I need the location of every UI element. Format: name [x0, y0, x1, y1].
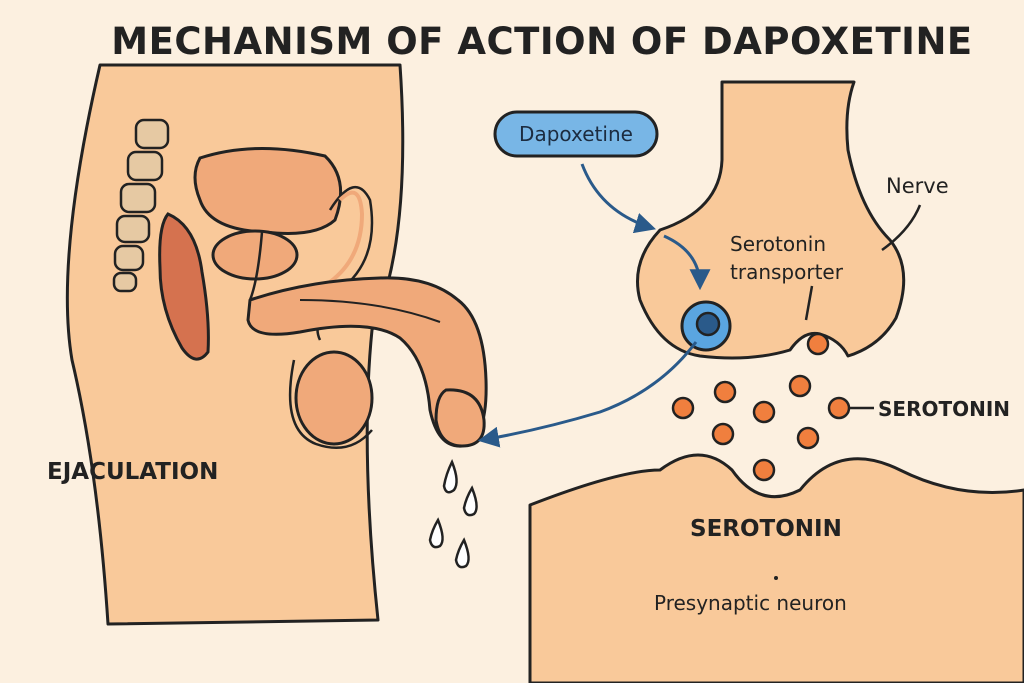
- dapoxetine-pill: [493, 110, 659, 158]
- arrow-to-ejaculation: [477, 341, 698, 448]
- label-serotonin-molecules: SEROTONIN: [878, 397, 1011, 421]
- serotonin-molecules: [671, 374, 851, 482]
- prostate: [211, 229, 299, 281]
- terminal-vesicle: [806, 332, 830, 356]
- diagram-title: MECHANISM OF ACTION OF DAPOXETINE: [111, 20, 973, 63]
- label-ejaculation: EJACULATION: [47, 459, 219, 485]
- spine-segments: [112, 118, 170, 293]
- label-dapoxetine: Dapoxetine: [519, 122, 633, 146]
- scrotum: [288, 359, 373, 450]
- nerve-terminal: [636, 80, 906, 360]
- presynaptic-neuron: [528, 453, 1024, 683]
- nerve-leader: [881, 204, 922, 252]
- arrow-to-transporter: [663, 234, 711, 291]
- arrow-drug-to-nerve: [580, 163, 657, 234]
- label-nerve: Nerve: [886, 174, 949, 198]
- bladder: [193, 147, 343, 235]
- rectum: [158, 212, 210, 361]
- testis: [294, 350, 374, 446]
- anatomy-illustration: [65, 63, 488, 626]
- label-serotonin-center: SEROTONIN: [690, 516, 842, 542]
- serotonin-transporter: [680, 300, 732, 352]
- label-presynaptic-neuron: Presynaptic neuron: [654, 591, 847, 615]
- synapse-illustration: [528, 80, 1024, 683]
- ejaculate-droplets: [428, 458, 478, 569]
- label-serotonin-transporter: Serotonin transporter: [730, 232, 843, 284]
- glans: [434, 388, 486, 448]
- dot-marker: [774, 576, 778, 580]
- transporter-leader: [804, 285, 814, 321]
